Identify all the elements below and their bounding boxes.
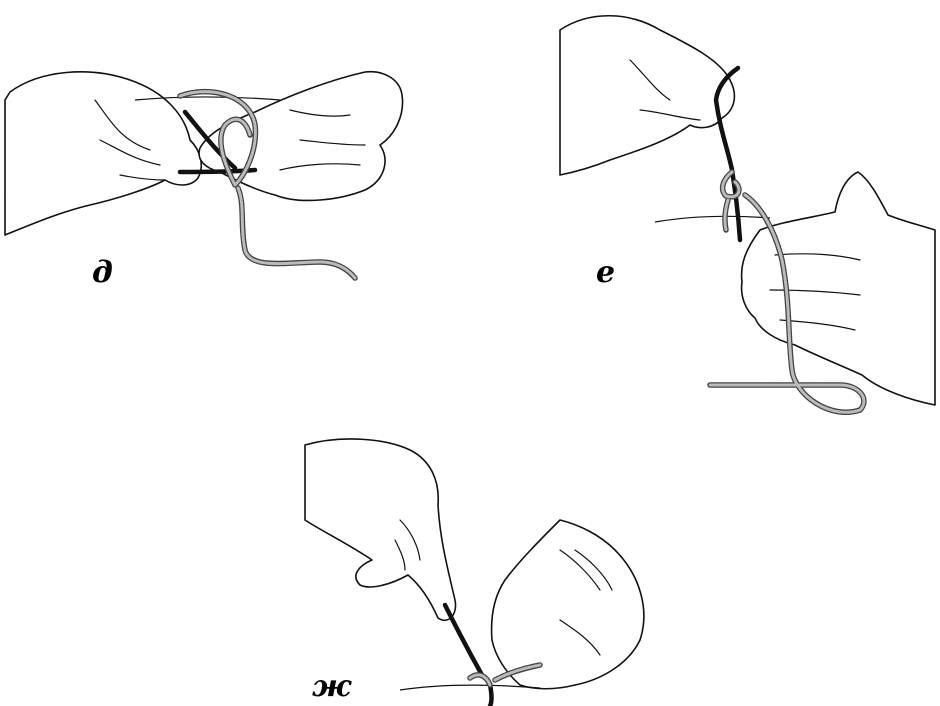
panel-zh-wound — [400, 685, 540, 690]
panel-e-wound — [655, 216, 770, 222]
panel-e-upper-hand — [560, 16, 734, 175]
panel-d-right-hand — [199, 72, 402, 201]
panel-zh-dark-thread — [445, 605, 492, 706]
panel-zh-drawing — [305, 439, 644, 706]
panel-label-zh: ж — [312, 672, 351, 702]
panel-zh-left-hand — [305, 439, 456, 620]
panel-e-lower-hand — [742, 172, 935, 405]
panel-label-d: д — [92, 258, 113, 288]
panel-e-drawing — [560, 16, 935, 413]
panel-d-left-hand — [5, 72, 201, 235]
panel-label-e: е — [596, 258, 615, 288]
panel-d-drawing — [5, 72, 403, 278]
panel-zh-right-hand — [492, 520, 644, 689]
